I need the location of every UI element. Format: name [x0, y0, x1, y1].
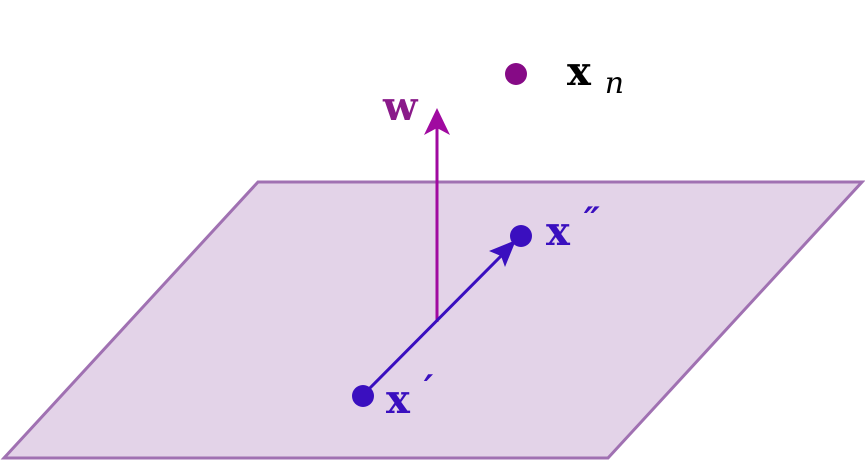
- label-x-n: x n: [567, 48, 624, 101]
- arrow-up-icon: [424, 108, 450, 135]
- label-x-double-prime-base: x: [546, 208, 571, 255]
- hyperplane: [0, 180, 865, 460]
- label-x-n-base: x: [567, 48, 592, 95]
- point-x-double-prime: [510, 225, 532, 247]
- in-plane-vector: [361, 250, 507, 397]
- point-x-n: [505, 63, 527, 85]
- label-x-prime-mark: ′: [424, 368, 434, 410]
- label-w: w: [382, 83, 419, 130]
- label-x-n-sub: n: [605, 66, 624, 101]
- label-w-text: w: [382, 83, 419, 130]
- label-x-double-prime: x ″: [546, 200, 600, 255]
- label-x-double-prime-mark: ″: [584, 200, 600, 242]
- arrow-diagonal-icon: [489, 240, 516, 267]
- label-x-prime: x ′: [386, 368, 434, 423]
- point-x-prime: [352, 385, 374, 407]
- label-x-prime-base: x: [386, 376, 411, 423]
